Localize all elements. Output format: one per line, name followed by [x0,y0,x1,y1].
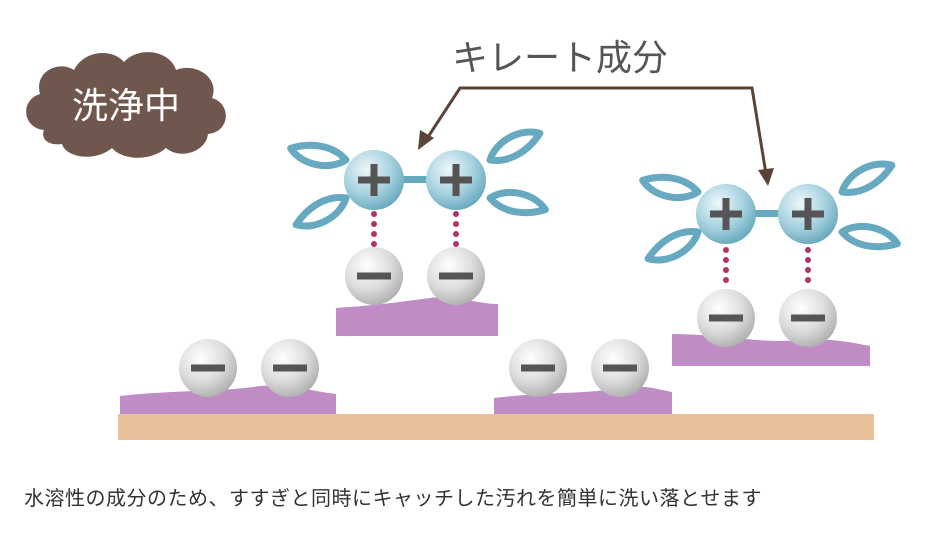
badge-label: 洗浄中 [72,86,180,127]
leaf-ligand-icon [288,136,347,174]
leaf-ligand-icon [640,168,699,206]
leaf-ligand-icon [840,218,899,256]
negative-ion [779,289,837,347]
lifted-dirt-left [336,297,498,336]
cloud-badge: 洗浄中 [26,52,226,158]
positive-ion [426,150,486,210]
negative-ion [261,339,319,397]
leaf-ligand-icon [488,184,547,222]
negative-ion [697,289,755,347]
leaf-ligand-icon [485,127,544,165]
arrowhead-right [758,168,774,186]
positive-ion [696,184,756,244]
base-surface [118,414,874,440]
chelate-complex-right [640,159,899,347]
negative-ion [345,247,403,305]
positive-ion [778,184,838,244]
positive-ion [344,150,404,210]
annotation-label: キレート成分 [452,38,668,79]
negative-ion [509,339,567,397]
caption-text: 水溶性の成分のため、すすぎと同時にキャッチした汚れを簡単に洗い落とせます [24,482,924,511]
leaf-ligand-icon [644,227,703,265]
lifted-dirt-right [672,334,870,366]
leaf-ligand-icon [292,193,351,231]
chelate-complex-left [288,127,547,305]
negative-ion [591,339,649,397]
leaf-ligand-icon [837,159,896,197]
negative-ion [427,247,485,305]
negative-ion [179,339,237,397]
